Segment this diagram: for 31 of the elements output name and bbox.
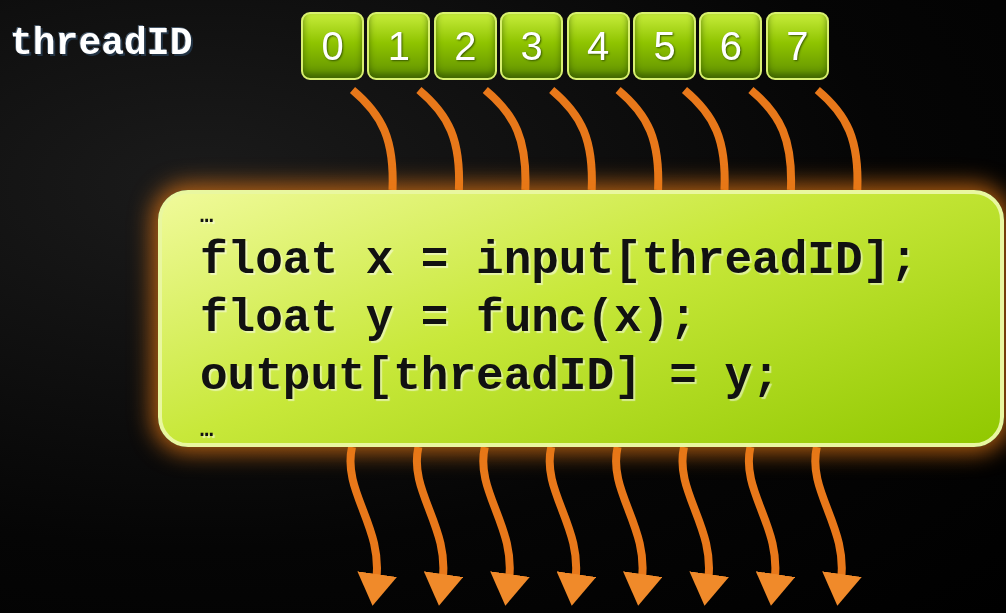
arrow [678, 446, 729, 606]
thread-box [633, 12, 696, 80]
thread-box [699, 12, 763, 80]
arrow [744, 446, 795, 606]
thread-number: 0 [321, 26, 344, 66]
thread-number: 3 [520, 26, 543, 66]
arrow [545, 446, 596, 606]
thread-number: 5 [653, 26, 676, 66]
thread-box [367, 12, 431, 80]
thread-box [566, 12, 630, 80]
thread-number: 7 [786, 26, 809, 66]
arrow [479, 446, 530, 606]
thread-box [301, 12, 364, 80]
arrow [346, 446, 397, 606]
code-line: float x = input[threadID]; [200, 234, 919, 289]
thread-number: 2 [454, 26, 477, 66]
code-line: float y = func(x); [200, 292, 698, 347]
arrow [412, 446, 463, 606]
thread-box [765, 12, 829, 80]
ellipsis: … [200, 421, 214, 441]
code-box [158, 190, 1004, 447]
thread-number: 6 [719, 26, 742, 66]
ellipsis: … [200, 203, 215, 231]
thread-box [500, 12, 564, 80]
arrow [811, 446, 862, 606]
arrow [612, 446, 663, 606]
thread-id-label: threadID [10, 22, 193, 65]
thread-box [433, 12, 497, 80]
thread-number: 4 [586, 26, 610, 66]
code-line: output[threadID] = y; [200, 350, 781, 405]
thread-number: 1 [387, 26, 410, 66]
